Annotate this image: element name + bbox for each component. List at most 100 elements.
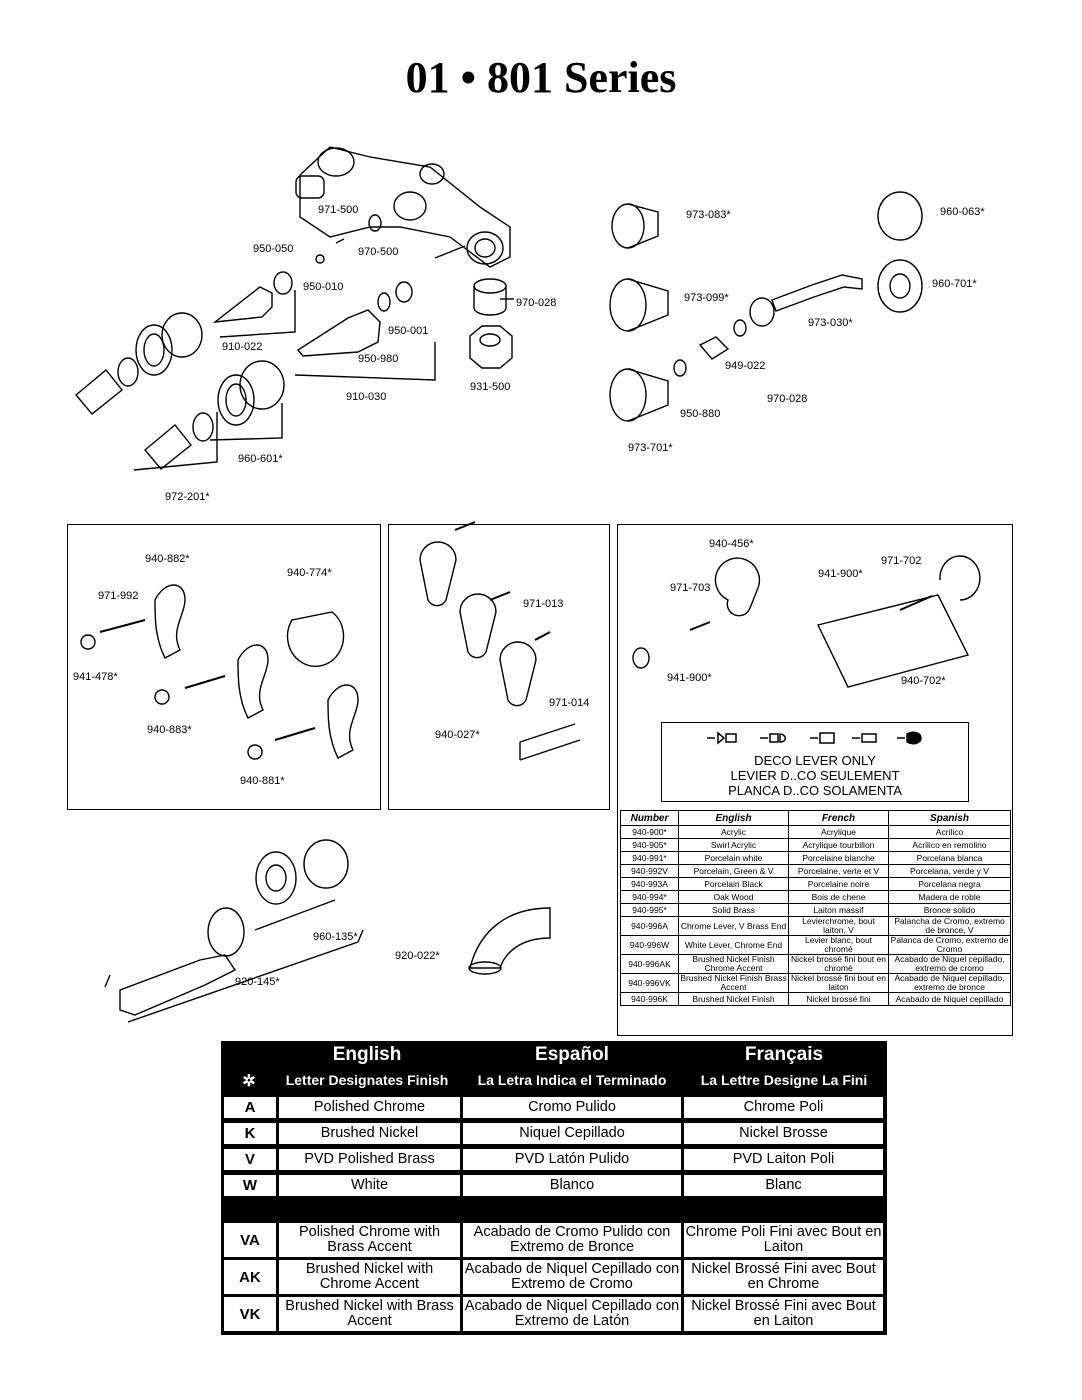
part-label-950-980: 950-980: [358, 353, 399, 365]
table-cell: Acrylic: [678, 825, 789, 839]
part-label-973-030: 973-030*: [808, 317, 853, 329]
table-cell: 940-995*: [620, 903, 679, 917]
table-cell: Acrylique tourbillon: [788, 838, 889, 852]
table-cell: 940-996VK: [620, 973, 679, 993]
part-label-920-145: 920-145*: [235, 976, 280, 988]
part-label-940-883: 940-883*: [147, 724, 192, 736]
table-cell: 940-994*: [620, 890, 679, 904]
table-cell: Acabado de Niquel cepillado, extremo de …: [888, 973, 1011, 993]
part-label-971-703: 971-703: [670, 582, 711, 594]
deco-lever-icons: [662, 723, 968, 753]
lang-header-french: Français: [744, 1044, 824, 1065]
lang-header-english: English: [332, 1044, 402, 1065]
finish-name-en: Polished Chrome: [279, 1097, 460, 1118]
part-label-931-500: 931-500: [470, 381, 511, 393]
finish-name-fr: Chrome Poli Fini avec Bout en Laiton: [684, 1223, 883, 1257]
part-label-941-900-left: 941-900*: [667, 672, 712, 684]
table-cell: Nickel brossé fini bout en laiton: [788, 973, 889, 993]
table-cell: Palanca de Cromo, extremo de Cromo: [888, 935, 1011, 955]
column-header: Number: [620, 810, 679, 826]
part-label-960-135: 960-135*: [313, 931, 358, 943]
table-cell: Bronce solido: [888, 903, 1011, 917]
table-cell: Nickel brossé fini: [788, 992, 889, 1006]
table-cell: 940-991*: [620, 851, 679, 865]
finish-code: V: [224, 1149, 276, 1170]
finish-name-fr: Blanc: [684, 1175, 883, 1196]
table-cell: Levier blanc, bout chromé: [788, 935, 889, 955]
table-cell: Acrylique: [788, 825, 889, 839]
table-cell: 940-996K: [620, 992, 679, 1006]
table-cell: Palancha de Cromo, extremo de bronce, V: [888, 916, 1011, 936]
part-label-971-702: 971-702: [881, 555, 922, 567]
table-cell: Porcelana, verde y V: [888, 864, 1011, 878]
sub-header-spanish: La Letra Indica el Terminado: [477, 1072, 667, 1088]
part-label-971-013: 971-013: [523, 598, 564, 610]
table-cell: Porcelaine noire: [788, 877, 889, 891]
part-label-970-500: 970-500: [358, 246, 399, 258]
table-cell: Brushed Nickel Finish Brass Accent: [678, 973, 789, 993]
part-label-970-028: 970-028: [516, 297, 557, 309]
part-label-960-701: 960-701*: [932, 278, 977, 290]
column-header: English: [678, 810, 789, 826]
finish-code-table: English Español Français ✲ Letter Design…: [221, 1041, 887, 1335]
table-cell: Porcelana blanca: [888, 851, 1011, 865]
finish-name-es: Blanco: [463, 1175, 681, 1196]
table-cell: White Lever, Chrome End: [678, 935, 789, 955]
finish-code: K: [224, 1123, 276, 1144]
finish-name-es: Niquel Cepillado: [463, 1123, 681, 1144]
finish-name-fr: Nickel Brossé Fini avec Bout en Laiton: [684, 1297, 883, 1331]
part-label-941-900-right: 941-900*: [818, 568, 863, 580]
table-cell: Bois de chene: [788, 890, 889, 904]
finish-code: AK: [224, 1260, 276, 1294]
part-label-973-083: 973-083*: [686, 209, 731, 221]
table-cell: Swirl Acrylic: [678, 838, 789, 852]
finish-name-en: Brushed Nickel with Brass Accent: [279, 1297, 460, 1331]
lang-header-spanish: Español: [535, 1044, 609, 1065]
table-header-row: Number English French Spanish: [620, 810, 1011, 826]
table-cell: Chrome Lever, V Brass End: [678, 916, 789, 936]
part-label-970-028-shower: 970-028: [767, 393, 808, 405]
sub-header-french: La Lettre Designe La Fini: [700, 1072, 868, 1088]
part-label-971-992: 971-992: [98, 590, 139, 602]
lever-finish-table: Number English French Spanish 940-900*Ac…: [620, 810, 1011, 1006]
part-label-940-027: 940-027*: [435, 729, 480, 741]
deco-lever-notice: DECO LEVER ONLY LEVIER D..CO SEULEMENT P…: [661, 722, 969, 802]
table-cell: 940-996AK: [620, 954, 679, 974]
part-label-973-099: 973-099*: [684, 292, 729, 304]
part-label-940-702: 940-702*: [901, 675, 946, 687]
part-label-960-601: 960-601*: [238, 453, 283, 465]
table-cell: Acrilico: [888, 825, 1011, 839]
part-label-910-022: 910-022: [222, 341, 263, 353]
finish-name-en: Brushed Nickel with Chrome Accent: [279, 1260, 460, 1294]
part-label-950-050: 950-050: [253, 243, 294, 255]
page-title: 01 • 801 Series: [405, 53, 677, 102]
finish-name-fr: Nickel Brossé Fini avec Bout en Chrome: [684, 1260, 883, 1294]
table-cell: Madera de roble: [888, 890, 1011, 904]
lever-end-icon: [897, 731, 922, 745]
table-cell: Acabado de Niquel cepillado, extremo de …: [888, 954, 1011, 974]
part-label-920-022: 920-022*: [395, 950, 440, 962]
table-cell: Porcelain Black: [678, 877, 789, 891]
table-cell: 940-993A: [620, 877, 679, 891]
finish-code: W: [224, 1175, 276, 1196]
finish-name-es: Cromo Pulido: [463, 1097, 681, 1118]
finish-name-fr: Chrome Poli: [684, 1097, 883, 1118]
part-label-940-774: 940-774*: [287, 567, 332, 579]
deco-line-spanish: PLANCA D..CO SOLAMENTA: [728, 783, 902, 798]
part-label-910-030: 910-030: [346, 391, 387, 403]
part-label-950-880: 950-880: [680, 408, 721, 420]
part-label-940-881: 940-881*: [240, 775, 285, 787]
deco-line-english: DECO LEVER ONLY: [754, 753, 876, 768]
column-header: French: [788, 810, 889, 826]
table-cell: Porcelaine, verte et V: [788, 864, 889, 878]
finish-code: VK: [224, 1297, 276, 1331]
part-label-971-500: 971-500: [318, 204, 359, 216]
